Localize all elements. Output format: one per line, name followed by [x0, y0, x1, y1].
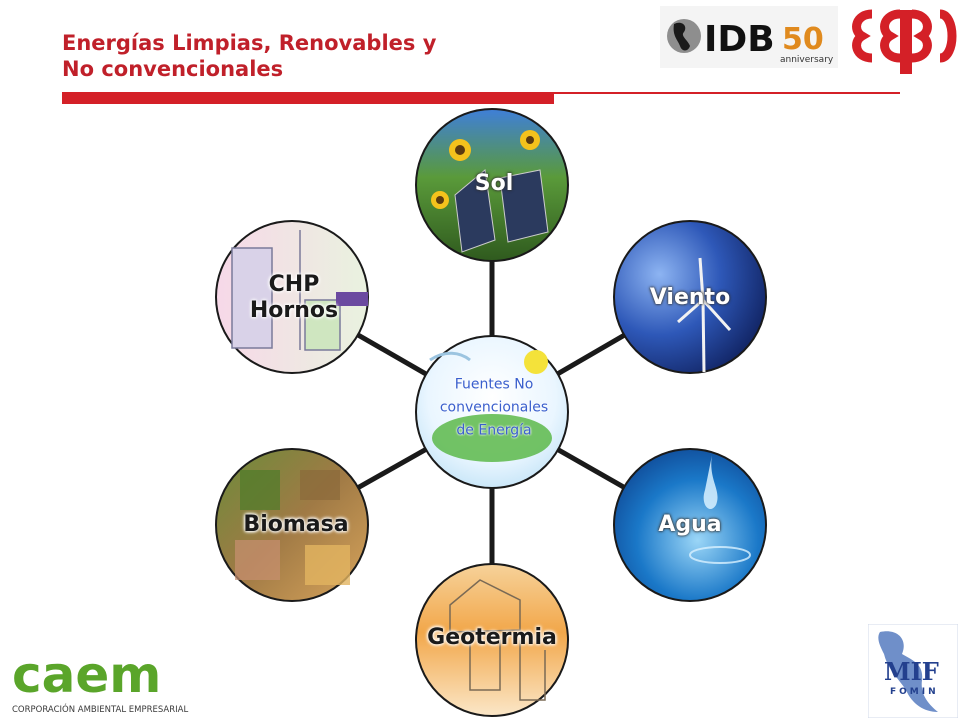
node-biomasa	[215, 448, 369, 602]
node-label-chp: CHP	[268, 272, 320, 297]
node-agua	[613, 448, 767, 602]
idb-anniversary-number: 50	[782, 22, 824, 57]
node-chp-hornos	[215, 220, 369, 374]
page-title-line-2: No convencionales	[62, 57, 284, 81]
caem-logo-text: caem	[12, 646, 161, 704]
node-viento	[613, 220, 767, 374]
title-underline-thick	[62, 92, 554, 104]
node-center	[415, 335, 569, 489]
page-title-line-1: Energías Limpias, Renovables y	[62, 31, 437, 55]
caem-logo: caem CORPORACIÓN AMBIENTAL EMPRESARIAL	[2, 640, 197, 720]
node-sol	[415, 108, 569, 262]
idb-anniversary-text: anniversary	[780, 55, 834, 65]
globe-americas-icon	[667, 19, 701, 53]
page-title: Energías Limpias, Renovables y No conven…	[62, 30, 522, 82]
center-label-line-3: de Energía	[456, 422, 532, 439]
chp-plant-icon	[231, 230, 368, 351]
node-label-hornos: Hornos	[249, 298, 339, 323]
sunflower-icon	[431, 130, 540, 209]
center-label-line-1: Fuentes No	[454, 376, 534, 393]
wind-turbine-icon	[677, 257, 732, 373]
water-drop-icon	[689, 455, 751, 564]
solar-panel-icon	[454, 169, 549, 253]
center-label-line-2: convencionales	[439, 399, 549, 416]
node-label-agua: Agua	[658, 512, 722, 537]
idb-50-logo: IDB 50 anniversary	[660, 6, 838, 68]
title-underline-thin	[554, 92, 900, 94]
center-label: Fuentes No convencionales de Energía	[409, 374, 579, 443]
red-emblem-logo	[852, 9, 957, 74]
house-icon	[449, 579, 546, 701]
mif-logo-text: MIF	[884, 657, 939, 686]
idb-logo-text: IDB	[704, 19, 775, 60]
earth-landscape-icon	[429, 350, 552, 462]
node-label-geotermia: Geotermia	[427, 625, 557, 650]
mif-fomin-logo: MIF FOMIN	[868, 624, 958, 718]
node-label-viento: Viento	[649, 285, 731, 310]
node-label-chp-hornos: CHP Hornos	[250, 272, 338, 324]
caem-logo-subtext: CORPORACIÓN AMBIENTAL EMPRESARIAL	[12, 703, 188, 715]
node-label-biomasa: Biomasa	[243, 512, 349, 537]
biomass-collage-icon	[235, 470, 350, 585]
mif-logo-subtext: FOMIN	[890, 687, 939, 697]
node-geotermia	[415, 563, 569, 717]
node-label-sol: Sol	[474, 171, 514, 196]
